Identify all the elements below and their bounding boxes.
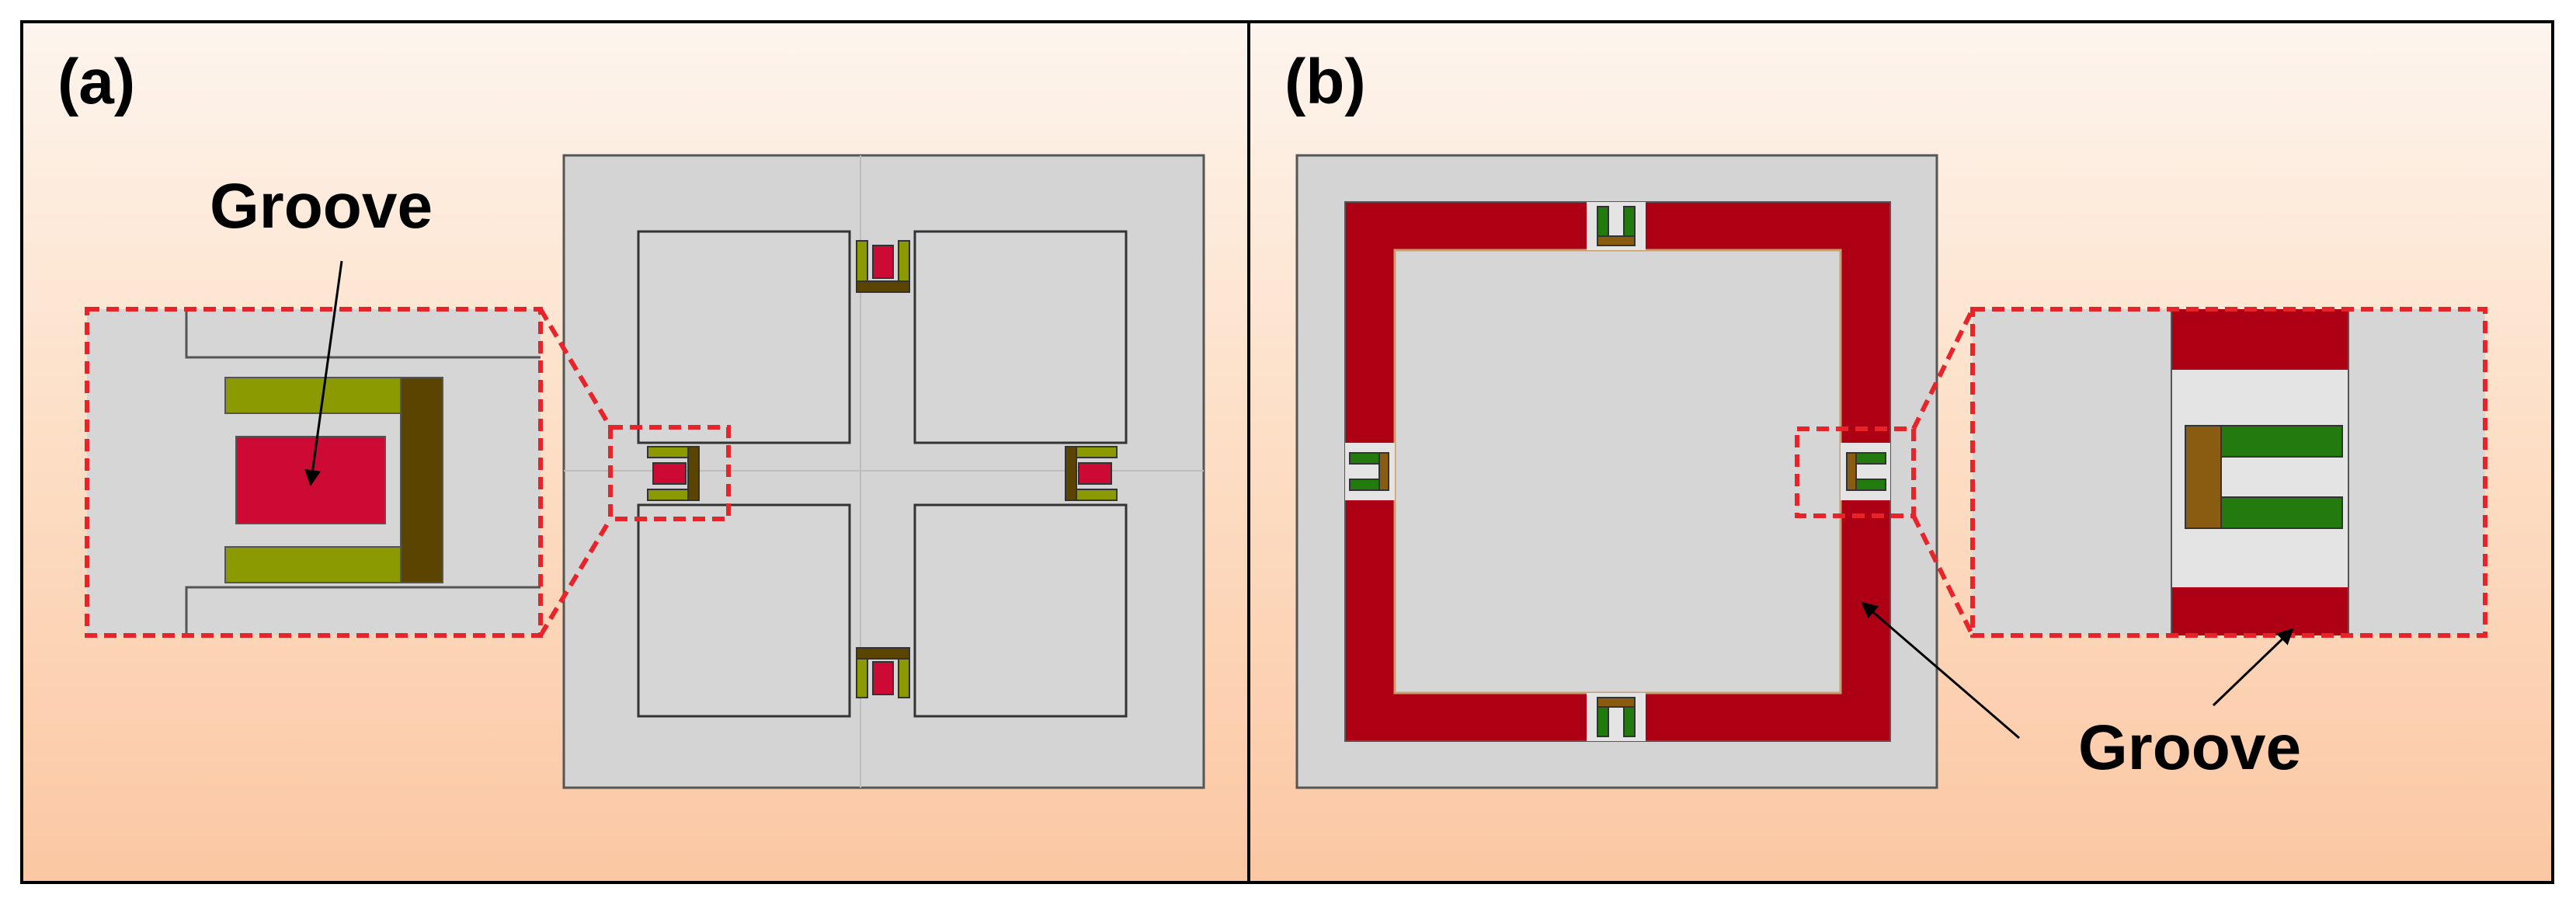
patch-bottom-right: [913, 503, 1128, 718]
green-arm-bottom: [2220, 496, 2343, 529]
arrow-icon: [304, 260, 343, 487]
arrow-icon: [2212, 628, 2294, 707]
zoom-connector-a-bottom: [538, 517, 613, 637]
groove-b-top: [2171, 309, 2348, 370]
patch-top-right: [913, 230, 1128, 444]
panel-a-label: (a): [57, 47, 135, 117]
resonator-a-bottom: [856, 647, 910, 698]
panel-a: (a): [20, 20, 1250, 884]
patch-top-left: [637, 230, 851, 444]
callout-groove-b: Groove: [2078, 712, 2301, 783]
resonator-b-top: [1587, 202, 1646, 250]
panel-b: (b): [1247, 20, 2554, 884]
green-arm-top: [2220, 425, 2343, 458]
resonator-a-top: [856, 240, 910, 293]
groove-b-bottom: [2171, 587, 2348, 635]
zoom-connector-b-top: [1911, 308, 1975, 430]
resonator-b-right: [1841, 443, 1890, 500]
zoom-inset-a: [85, 307, 543, 638]
tan-bar: [2185, 425, 2222, 529]
zoom-connector-b-bottom: [1911, 514, 1975, 637]
brown-bar: [400, 377, 443, 583]
olive-arm-bottom: [224, 546, 402, 583]
zoom-connector-a-top: [538, 308, 613, 429]
patch-bottom-left: [637, 503, 851, 718]
zoom-source-a: [608, 425, 731, 521]
resonator-b-left: [1345, 443, 1395, 500]
olive-arm-top: [224, 377, 402, 414]
resonator-a-left: [647, 446, 700, 501]
zoom-inset-b: [1970, 307, 2487, 638]
zoom-inset-b-border: [1970, 307, 2487, 638]
panel-b-label: (b): [1285, 47, 1366, 117]
patch-b: [1393, 249, 1842, 694]
resonator-a-right: [1065, 446, 1118, 501]
zoom-source-b: [1795, 426, 1916, 518]
callout-groove-a: Groove: [210, 171, 433, 242]
arrow-icon: [1861, 601, 2020, 740]
resonator-b-bottom: [1587, 693, 1646, 741]
